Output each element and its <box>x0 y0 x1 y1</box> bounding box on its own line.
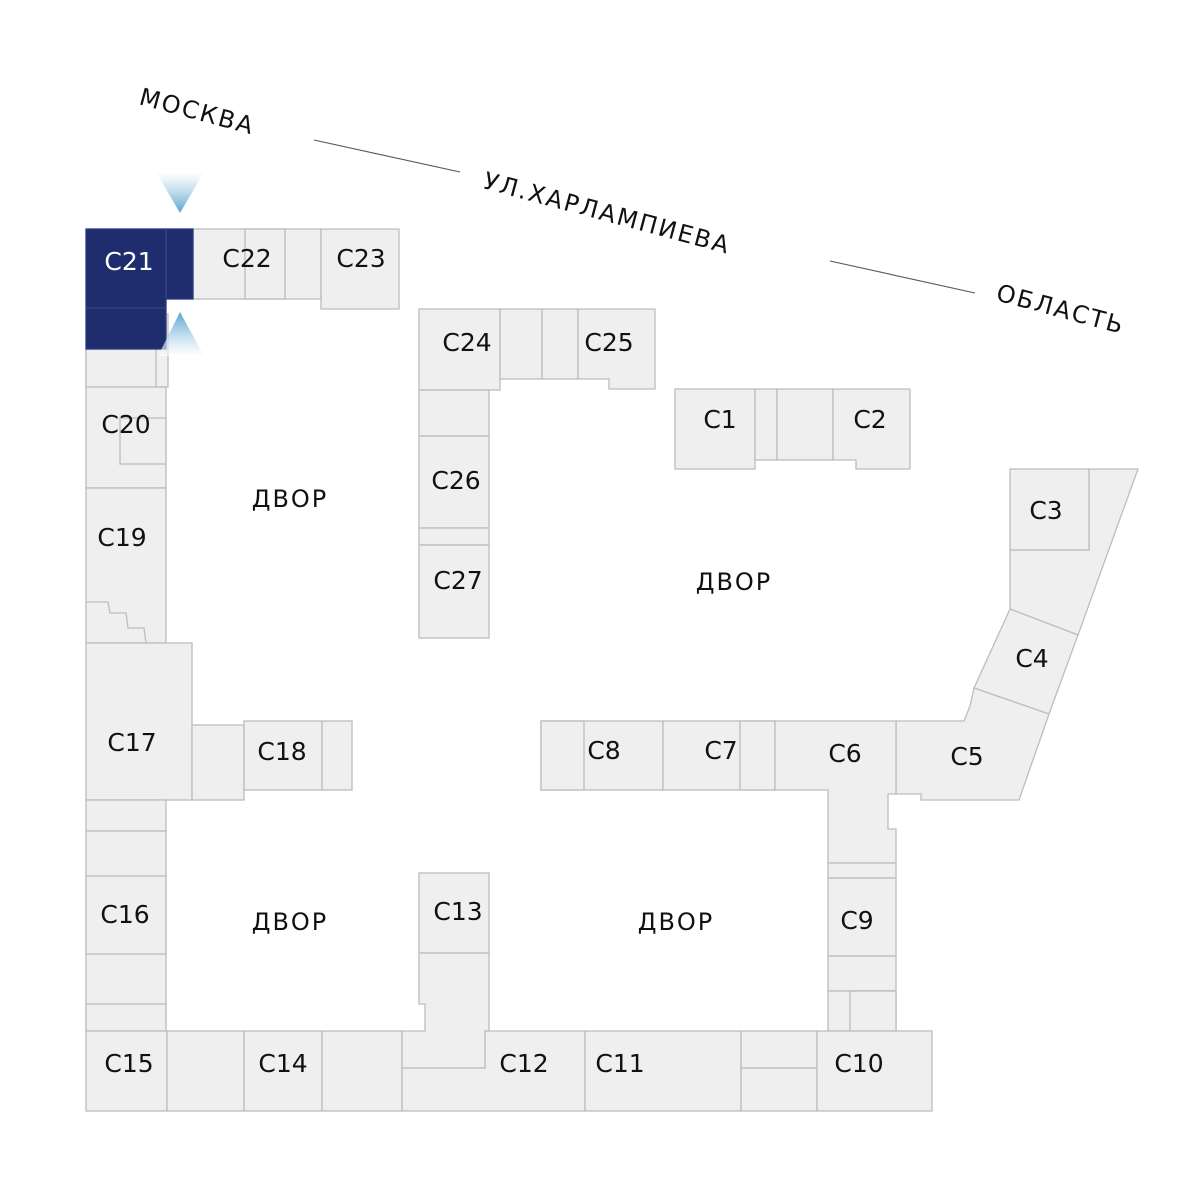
section-c9[interactable] <box>827 877 897 957</box>
east-row <box>540 720 897 1032</box>
section-c19[interactable] <box>85 487 167 644</box>
courtyard-labels: ДВОР ДВОР ДВОР ДВОР <box>252 485 773 936</box>
section-c23[interactable] <box>320 228 400 310</box>
section-part[interactable] <box>85 875 167 955</box>
south-wing <box>85 872 933 1112</box>
section-part[interactable] <box>541 308 579 380</box>
section-c24[interactable] <box>418 308 501 391</box>
courtyard-label: ДВОР <box>638 908 715 936</box>
courtyard-label: ДВОР <box>252 485 329 513</box>
section-c25[interactable] <box>577 308 656 390</box>
section-part[interactable] <box>191 724 245 801</box>
entrance-arrow-down-icon <box>156 172 204 213</box>
section-part[interactable] <box>321 1030 403 1112</box>
section-part[interactable] <box>418 389 490 437</box>
section-c27[interactable] <box>418 544 490 639</box>
west-wing <box>85 313 245 1032</box>
entrance-arrow-up-icon <box>158 312 204 356</box>
section-part[interactable] <box>401 952 490 1069</box>
section-part[interactable] <box>754 388 778 461</box>
section-part[interactable] <box>827 862 897 879</box>
section-part[interactable] <box>284 228 322 300</box>
section-c21[interactable] <box>85 228 167 350</box>
section-c3[interactable] <box>1009 468 1090 551</box>
section-part[interactable] <box>540 720 585 791</box>
courtyard-label: ДВОР <box>252 908 329 936</box>
section-part[interactable] <box>740 1067 818 1112</box>
street-label: МОСКВА УЛ.ХАРЛАМПИЕВА ОБЛАСТЬ <box>136 83 1127 340</box>
stair-outline <box>86 601 147 644</box>
section-part[interactable] <box>827 955 897 992</box>
section-c13[interactable] <box>418 872 490 954</box>
section-c18[interactable] <box>243 720 323 791</box>
east-wing <box>895 468 1139 801</box>
road-line <box>829 260 976 294</box>
section-c5[interactable] <box>895 687 1050 801</box>
courtyard-label: ДВОР <box>696 568 773 596</box>
section-part[interactable] <box>85 348 167 388</box>
section-part[interactable] <box>776 388 834 461</box>
section-c17[interactable] <box>85 642 193 801</box>
section-c11[interactable] <box>584 1030 742 1112</box>
block-c1-c2 <box>674 388 911 470</box>
street-moskva: МОСКВА <box>136 83 257 141</box>
street-oblast: ОБЛАСТЬ <box>993 279 1127 340</box>
section-part[interactable] <box>849 990 897 1032</box>
street-name: УЛ.ХАРЛАМПИЕВА <box>480 167 733 260</box>
section-part[interactable] <box>244 228 286 300</box>
section-c10[interactable] <box>816 1030 933 1112</box>
section-c6[interactable] <box>774 720 897 864</box>
road-line <box>313 139 461 173</box>
section-part[interactable] <box>166 1030 245 1112</box>
section-part[interactable] <box>85 1003 167 1032</box>
central-block <box>418 308 656 639</box>
section-part[interactable] <box>85 799 167 832</box>
section-c14[interactable] <box>243 1030 323 1112</box>
section-part[interactable] <box>739 720 776 791</box>
section-part[interactable] <box>499 308 543 380</box>
section-part[interactable] <box>119 417 167 465</box>
section-c15[interactable] <box>85 1030 168 1112</box>
section-part[interactable] <box>418 527 490 546</box>
section-c26[interactable] <box>418 435 490 529</box>
section-c2[interactable] <box>832 388 911 470</box>
north-wing <box>192 228 400 310</box>
block-c18 <box>243 720 353 791</box>
section-part[interactable] <box>740 1030 818 1069</box>
section-c21-group <box>85 228 194 350</box>
section-c1[interactable] <box>674 388 756 470</box>
section-c21-part[interactable] <box>165 228 194 300</box>
section-part[interactable] <box>321 720 353 791</box>
